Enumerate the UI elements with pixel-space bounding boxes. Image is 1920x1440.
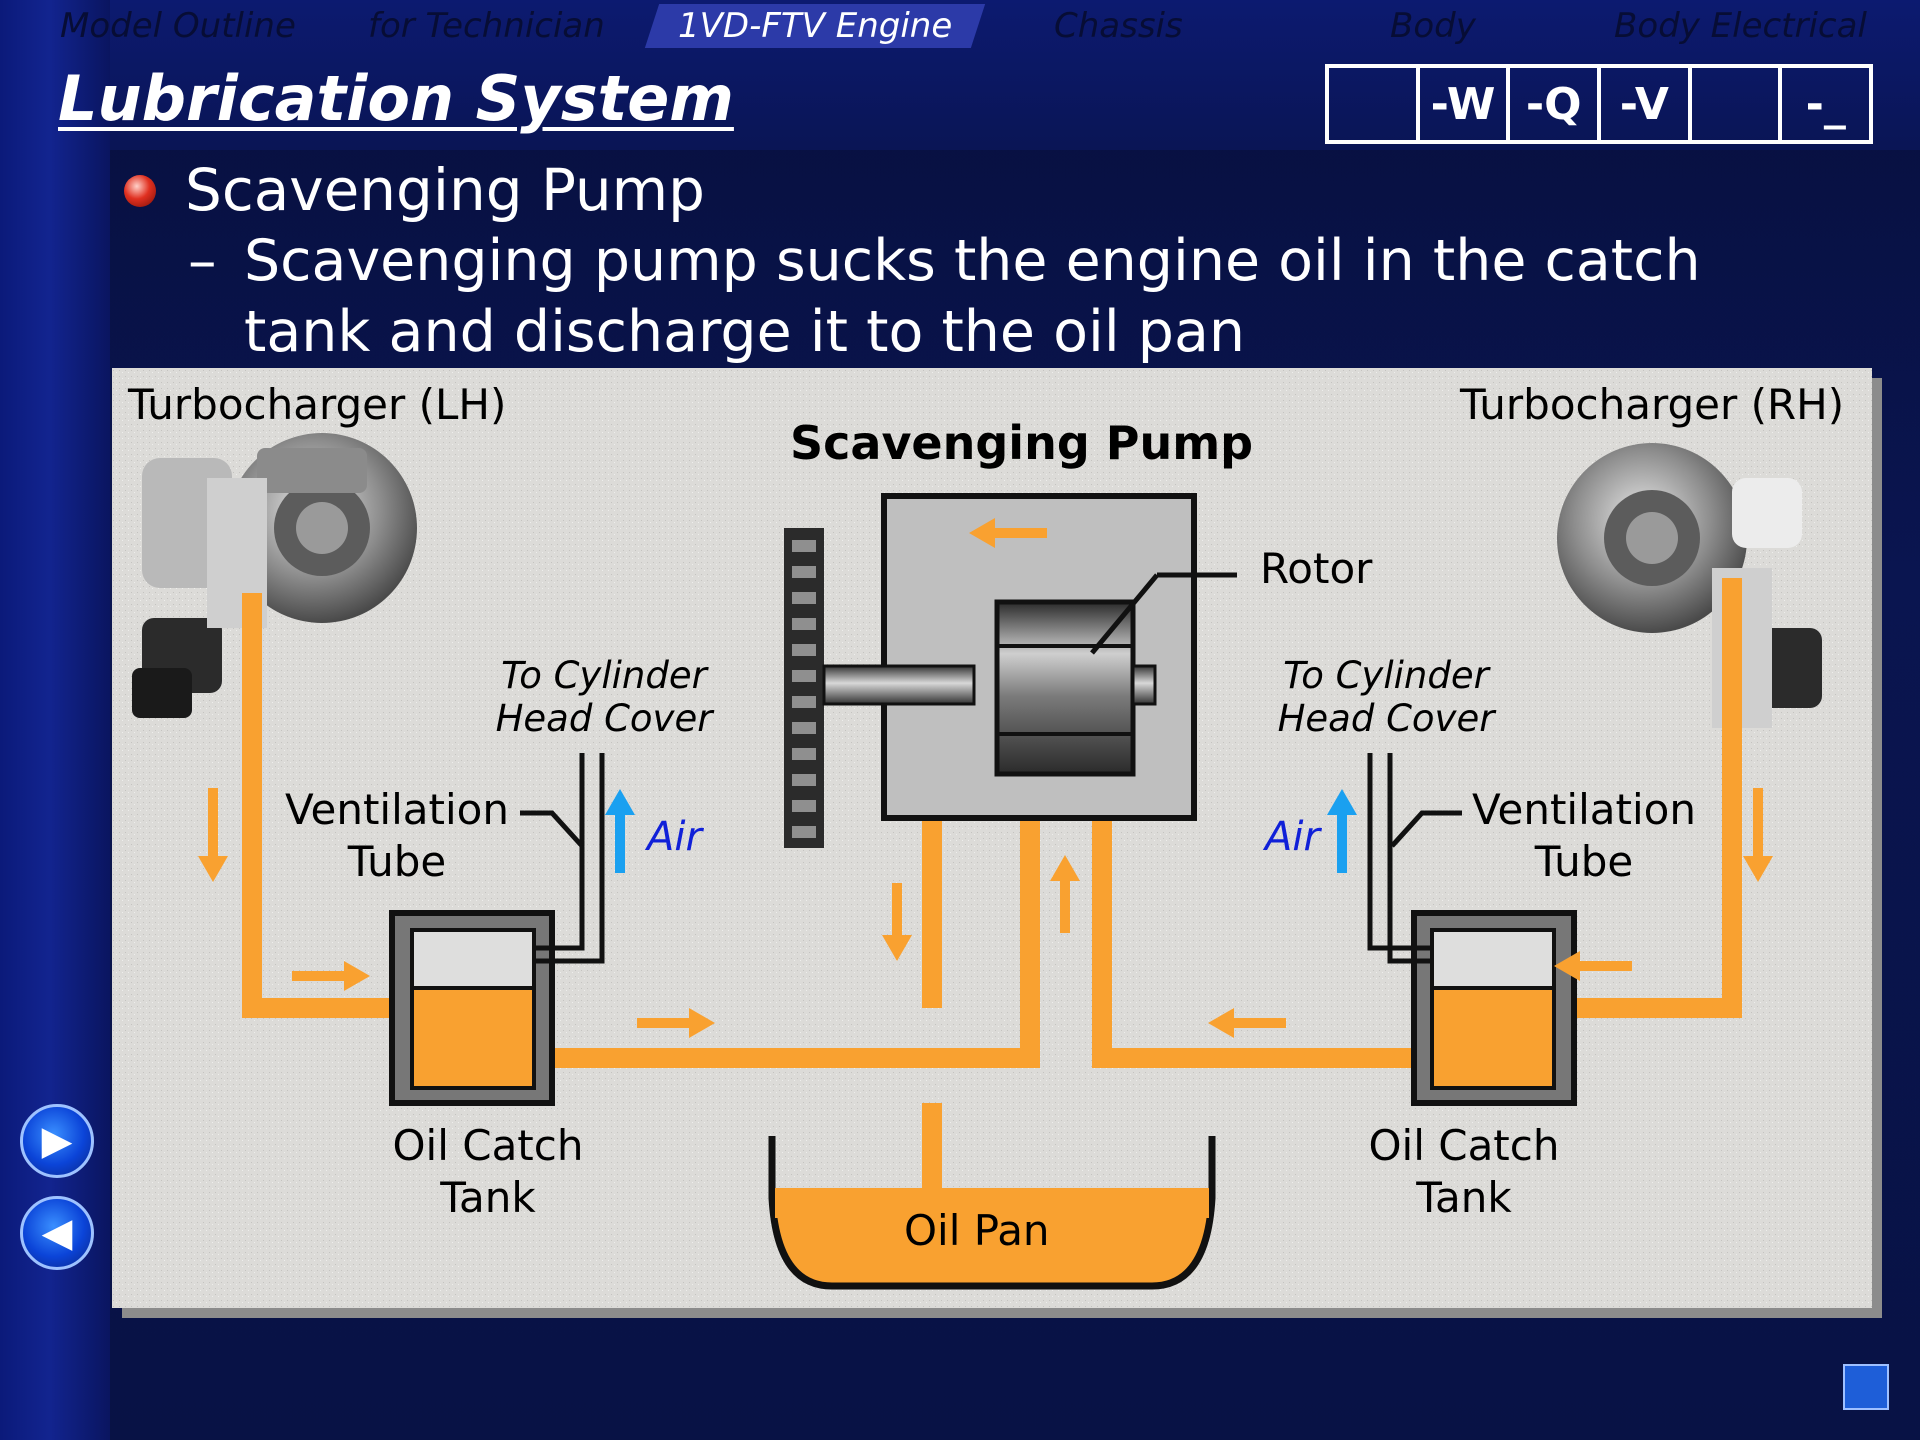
vent-left-line1: Ventilation xyxy=(285,785,509,834)
tab-model-outline[interactable]: Model Outline xyxy=(60,6,296,46)
oct-right-line2: Tank xyxy=(1416,1173,1512,1222)
to-cylinder-head-right-label: To Cylinder Head Cover xyxy=(1266,654,1506,740)
oil-pan xyxy=(768,1136,1216,1290)
model-code-cell: -Q xyxy=(1510,68,1602,140)
model-code-cell: -W xyxy=(1420,68,1511,140)
bullet-icon xyxy=(124,175,156,207)
model-code-box: -W -Q -V -_ xyxy=(1325,64,1873,144)
turbocharger-lh-illustration xyxy=(132,433,417,718)
vent-right-line2: Tube xyxy=(1534,837,1634,886)
previous-slide-button[interactable]: ◀ xyxy=(20,1196,94,1270)
page-title: Lubrication System xyxy=(58,62,734,135)
tab-body-electrical[interactable]: Body Electrical xyxy=(1614,6,1867,46)
model-code-cell xyxy=(1329,68,1420,140)
sub-dash: – xyxy=(188,228,217,294)
scavenging-pump-body xyxy=(784,493,1197,848)
oil-catch-tank-right xyxy=(1411,910,1577,1106)
oct-left-line2: Tank xyxy=(440,1173,536,1222)
air-left-label: Air xyxy=(647,814,702,860)
bullet-heading: Scavenging Pump xyxy=(185,156,705,224)
to-cyl-left-line2: Head Cover xyxy=(495,697,713,740)
to-cyl-left-line1: To Cylinder xyxy=(501,654,707,697)
turbocharger-lh-label: Turbocharger (LH) xyxy=(128,380,507,429)
vent-left-line2: Tube xyxy=(347,837,447,886)
ventilation-tubes xyxy=(520,753,1462,964)
model-code-cell: -_ xyxy=(1805,78,1846,130)
oil-catch-tank-left xyxy=(389,910,555,1106)
next-slide-button[interactable]: ▶ xyxy=(20,1104,94,1178)
pump-title-label: Scavenging Pump xyxy=(790,416,1254,470)
model-code-cell: -V xyxy=(1601,68,1692,140)
back-icon: ◀ xyxy=(41,1210,73,1256)
tab-body[interactable]: Body xyxy=(1390,6,1476,46)
oil-catch-tank-left-label: Oil Catch Tank xyxy=(368,1120,608,1224)
vent-right-line1: Ventilation xyxy=(1472,785,1696,834)
oil-catch-tank-right-label: Oil Catch Tank xyxy=(1344,1120,1584,1224)
oct-right-line1: Oil Catch xyxy=(1368,1121,1560,1170)
oct-left-line1: Oil Catch xyxy=(392,1121,584,1170)
oil-pan-label: Oil Pan xyxy=(904,1206,1050,1255)
brand-logo-icon xyxy=(1843,1364,1889,1410)
play-icon: ▶ xyxy=(41,1118,73,1164)
to-cyl-right-line2: Head Cover xyxy=(1277,697,1495,740)
air-right-label: Air xyxy=(1265,814,1320,860)
sub-line-2: tank and discharge it to the oil pan xyxy=(244,299,1246,365)
flow-arrows xyxy=(198,518,1773,1038)
tab-for-technician[interactable]: for Technician xyxy=(368,6,605,46)
diagram-drawing xyxy=(112,368,1872,1308)
tab-1vd-ftv-engine[interactable]: 1VD-FTV Engine xyxy=(644,4,986,48)
tab-bar: Model Outline for Technician 1VD-FTV Eng… xyxy=(0,0,1920,52)
lubrication-diagram: Turbocharger (LH) Turbocharger (RH) Scav… xyxy=(112,368,1872,1308)
tab-chassis[interactable]: Chassis xyxy=(1054,6,1183,46)
turbocharger-rh-label: Turbocharger (RH) xyxy=(1460,380,1845,429)
rotor-label: Rotor xyxy=(1260,544,1373,593)
to-cylinder-head-left-label: To Cylinder Head Cover xyxy=(484,654,724,740)
tab-1vd-ftv-engine-label: 1VD-FTV Engine xyxy=(678,6,953,46)
ventilation-tube-right-label: Ventilation Tube xyxy=(1464,784,1704,888)
to-cyl-right-line1: To Cylinder xyxy=(1283,654,1489,697)
rotor-leader xyxy=(1090,573,1159,655)
sub-line-1: Scavenging pump sucks the engine oil in … xyxy=(244,228,1701,294)
ventilation-tube-left-label: Ventilation Tube xyxy=(277,784,517,888)
model-code-cell xyxy=(1692,68,1783,140)
air-arrows xyxy=(605,789,1357,873)
